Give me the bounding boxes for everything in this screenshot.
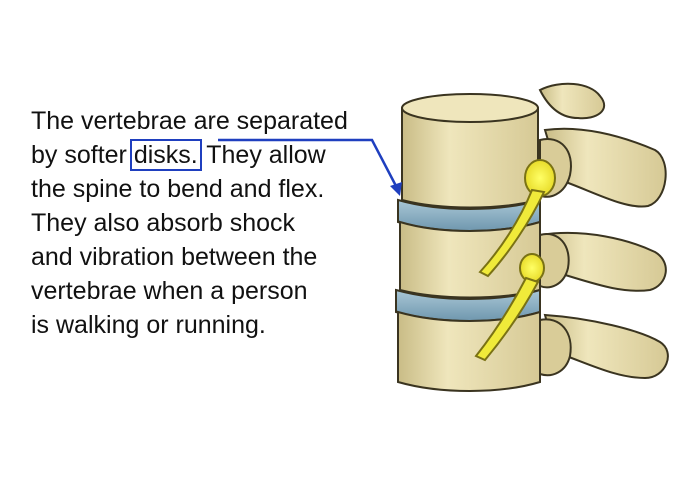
highlighted-term-disks: disks. [129, 139, 202, 171]
caption-line-3: the spine to bend and flex. [31, 175, 325, 203]
caption-line-2-start: by softer [31, 141, 127, 169]
caption-line-2: by softer disks. They allow [31, 138, 401, 172]
caption-line-7: is walking or running. [31, 311, 266, 339]
spinous-processes [538, 82, 669, 380]
vertebra-middle [399, 220, 570, 299]
caption-line-1: The vertebrae are separated [31, 107, 348, 135]
caption-line-4: They also absorb shock [31, 209, 296, 237]
spinal-nerves [474, 159, 556, 362]
caption-line-5: and vibration between the [31, 243, 318, 271]
caption-line-2-end: They allow [206, 141, 326, 169]
caption-text: The vertebrae are separated by softer di… [31, 104, 401, 342]
pointer-arrow [218, 138, 402, 196]
caption-line-6: vertebrae when a person [31, 277, 308, 305]
